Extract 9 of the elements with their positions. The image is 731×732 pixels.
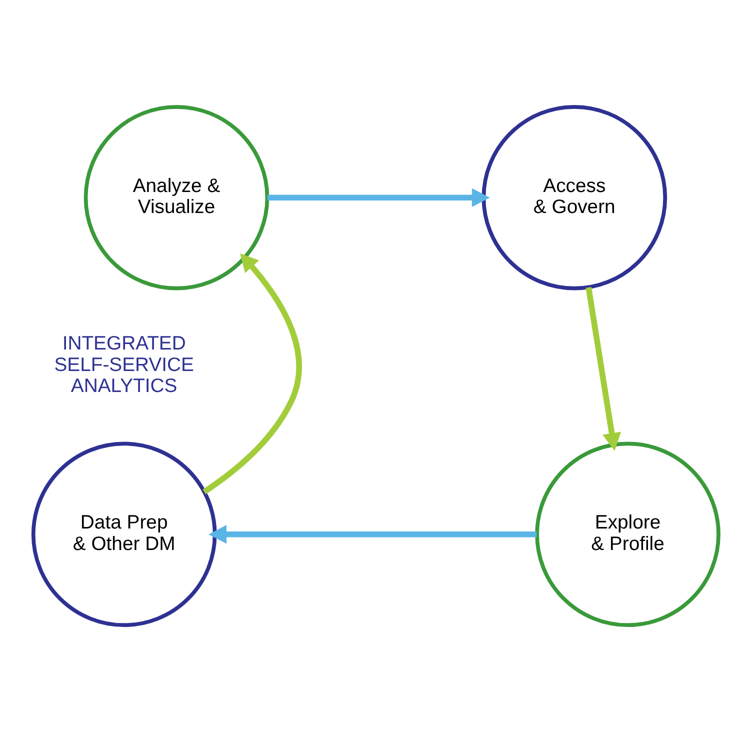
label: INTEGRATED SELF-SERVICE ANALYTICS [54,332,194,398]
arrow [208,524,537,544]
node-circle: Analyze & Visualize [84,104,270,290]
node-circle: Explore & Profile [535,442,720,628]
arrow [267,188,490,208]
node-circle: Data Prep & Other DM [31,442,217,628]
arrow [586,286,622,451]
node-circle: Access & Govern [482,104,668,290]
arrow [202,253,302,494]
